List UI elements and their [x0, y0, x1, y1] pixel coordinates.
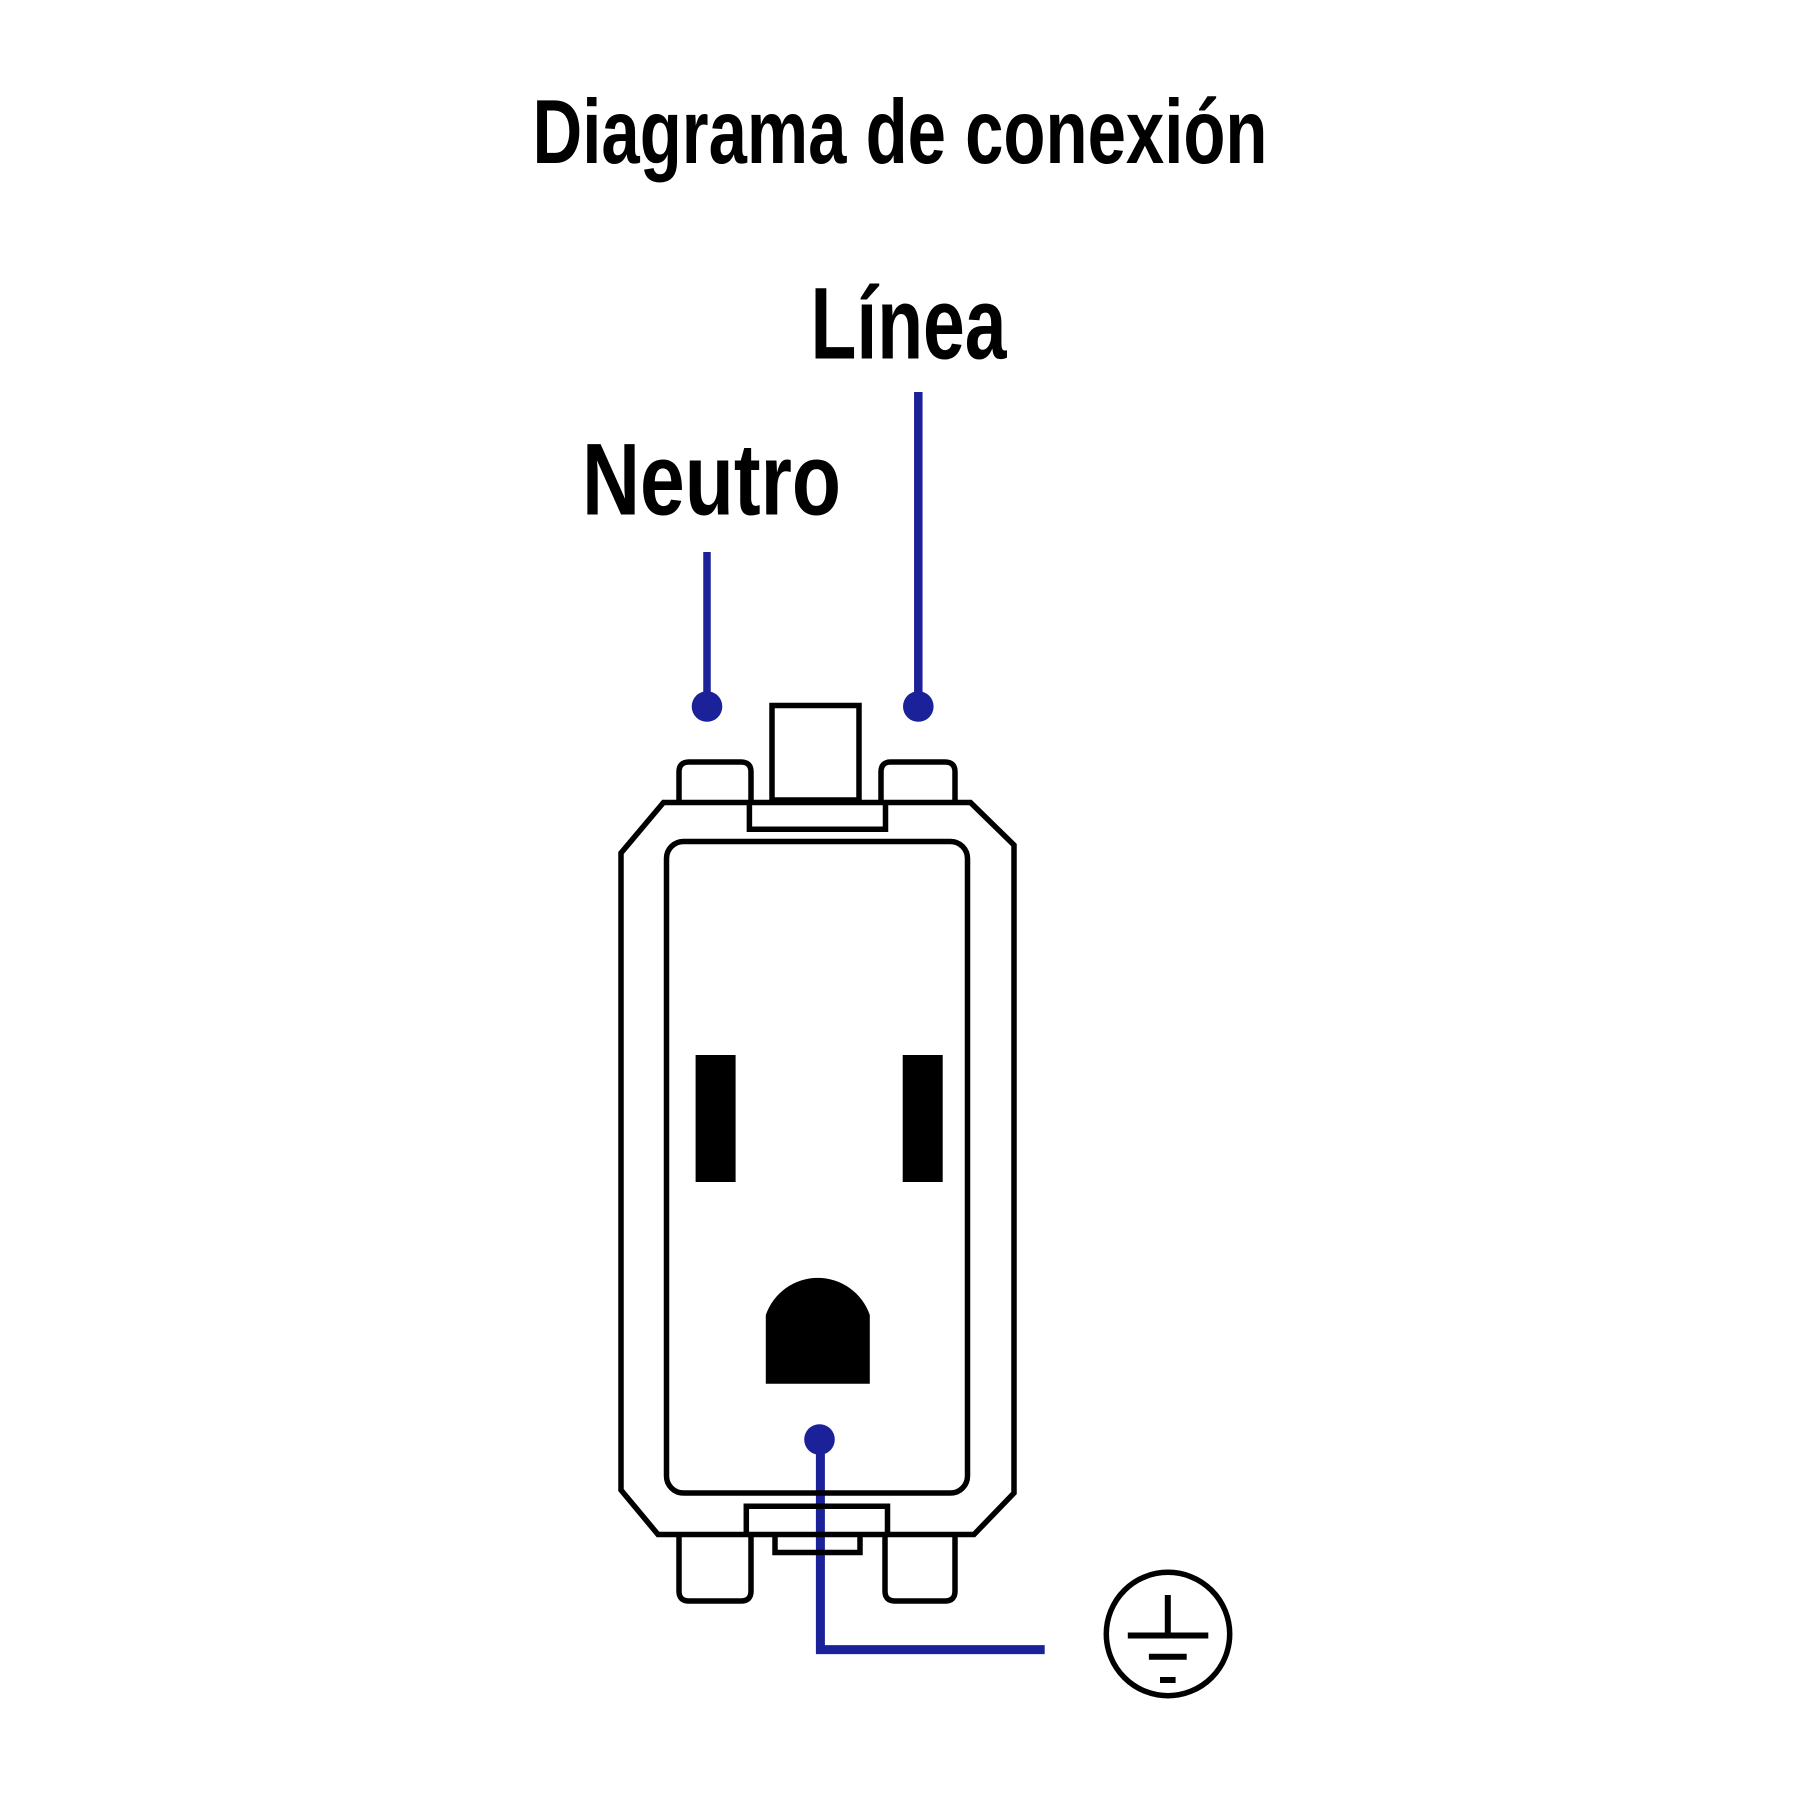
- svg-text:Línea: Línea: [811, 267, 1008, 381]
- svg-text:Diagrama de conexión: Diagrama de conexión: [533, 82, 1268, 183]
- svg-text:Neutro: Neutro: [582, 423, 841, 537]
